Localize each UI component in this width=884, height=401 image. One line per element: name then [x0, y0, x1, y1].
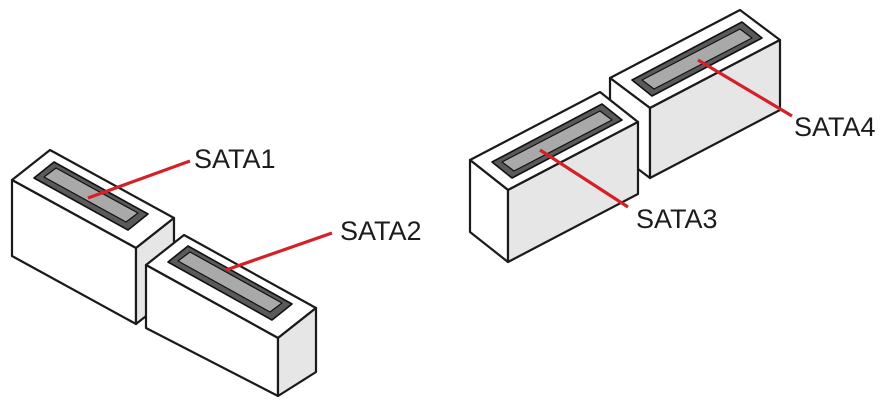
- sata2-callout-line: [225, 231, 333, 272]
- sata1-callout-line: [87, 159, 191, 200]
- sata3-callout-line: [539, 148, 629, 209]
- sata3-label: SATA3: [636, 204, 718, 234]
- sata2-port: [144, 233, 318, 398]
- sata2-label: SATA2: [340, 216, 422, 246]
- sata1-label: SATA1: [194, 144, 276, 174]
- sata4-label: SATA4: [794, 112, 876, 142]
- sata4-port: [608, 8, 782, 180]
- sata3-port: [468, 90, 640, 264]
- sata4-callout-line: [697, 58, 793, 118]
